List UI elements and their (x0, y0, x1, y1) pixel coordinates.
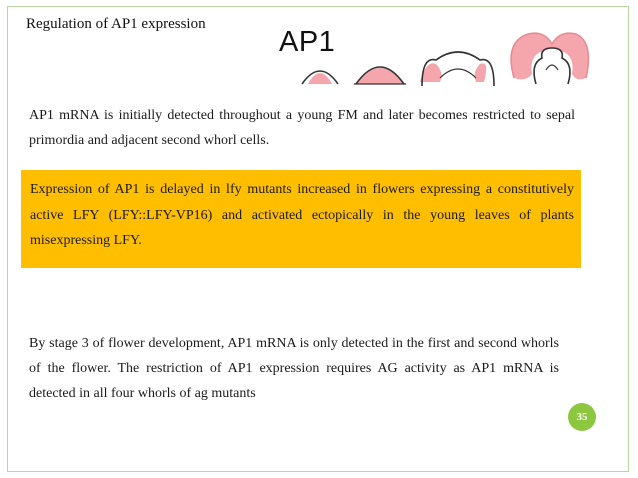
meristem-stage-3 (420, 51, 495, 87)
slide-frame (7, 6, 629, 472)
meristem-stage-2 (354, 66, 406, 85)
paragraph-lfy-regulation: Expression of AP1 is delayed in lfy muta… (30, 182, 574, 248)
figure-label: AP1 (279, 26, 336, 58)
meristem-stage-1 (301, 70, 339, 85)
slide-title: Regulation of AP1 expression (26, 16, 206, 32)
page-number-badge: 35 (568, 403, 596, 431)
highlight-box (21, 170, 581, 268)
paragraph-initial-expression: AP1 mRNA is initially detected throughou… (29, 108, 575, 148)
meristem-stage-4 (510, 32, 590, 85)
paragraph-stage-3-restriction: By stage 3 of flower development, AP1 mR… (29, 336, 559, 401)
ap1-expression-diagram (301, 32, 590, 87)
